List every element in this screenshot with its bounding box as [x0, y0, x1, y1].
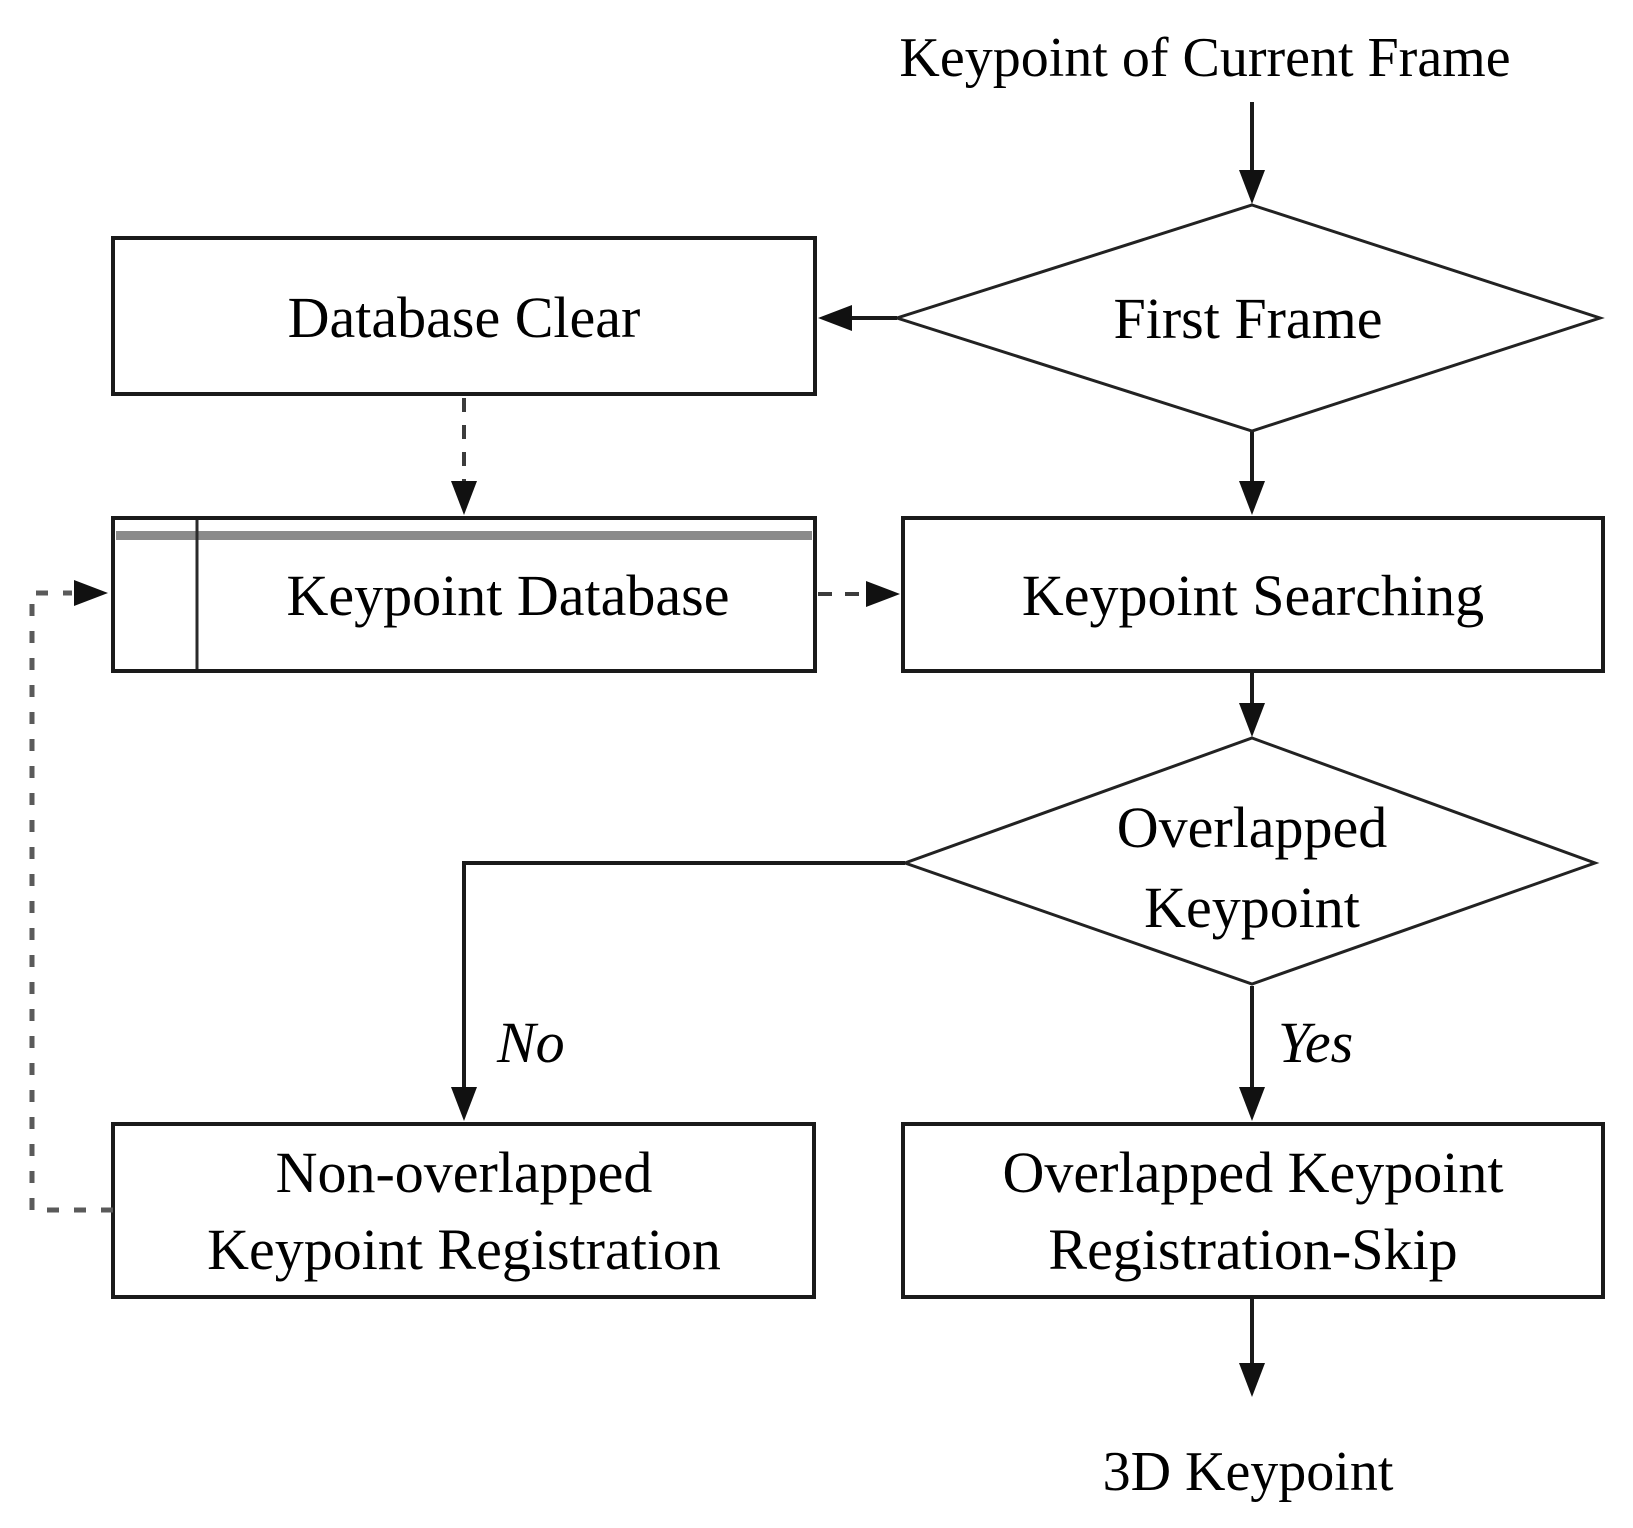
decision-first-frame [892, 203, 1605, 433]
process-overlapped-registration-skip [901, 1122, 1605, 1299]
edge-feedback-registration-to-database [29, 590, 113, 1213]
arrowhead-down-icon [1239, 170, 1265, 204]
input-label: Keypoint of Current Frame [899, 27, 1510, 89]
output-label: 3D Keypoint [1103, 1441, 1394, 1503]
arrowhead-right-icon [866, 581, 900, 607]
branch-yes-label: Yes [1278, 1010, 1353, 1075]
arrowhead-down-icon [1239, 1363, 1265, 1397]
process-overlapped-registration-skip-label-line2: Registration-Skip [1048, 1217, 1457, 1282]
arrowhead-down-icon [451, 1087, 477, 1121]
arrowhead-down-icon [1239, 481, 1265, 515]
process-non-overlapped-registration [111, 1122, 816, 1299]
decision-overlapped-keypoint [900, 736, 1600, 986]
arrowhead-down-icon [1239, 1087, 1265, 1121]
process-overlapped-registration-skip-label-line1: Overlapped Keypoint [1003, 1140, 1504, 1205]
process-database-clear [111, 236, 817, 396]
process-database-clear-label: Database Clear [288, 285, 641, 350]
process-keypoint-searching-label: Keypoint Searching [1022, 563, 1484, 628]
arrowhead-left-icon [818, 305, 852, 331]
arrowhead-down-icon [451, 481, 477, 515]
decision-first-frame-label: First Frame [1113, 286, 1382, 351]
arrowhead-down-icon [1239, 703, 1265, 737]
datastore-keypoint-database-label: Keypoint Database [287, 563, 730, 628]
datastore-keypoint-database [111, 516, 817, 673]
process-non-overlapped-registration-label-line1: Non-overlapped [276, 1140, 653, 1205]
arrowhead-right-icon [74, 580, 108, 606]
decision-overlapped-keypoint-label-line1: Overlapped [1117, 795, 1388, 860]
datastore-header-band [116, 531, 812, 540]
process-keypoint-searching [901, 516, 1605, 673]
process-non-overlapped-registration-label-line2: Keypoint Registration [207, 1217, 721, 1282]
decision-overlapped-keypoint-label-line2: Keypoint [1144, 875, 1360, 940]
branch-no-label: No [496, 1010, 565, 1075]
edge-no-branch [462, 861, 905, 1089]
